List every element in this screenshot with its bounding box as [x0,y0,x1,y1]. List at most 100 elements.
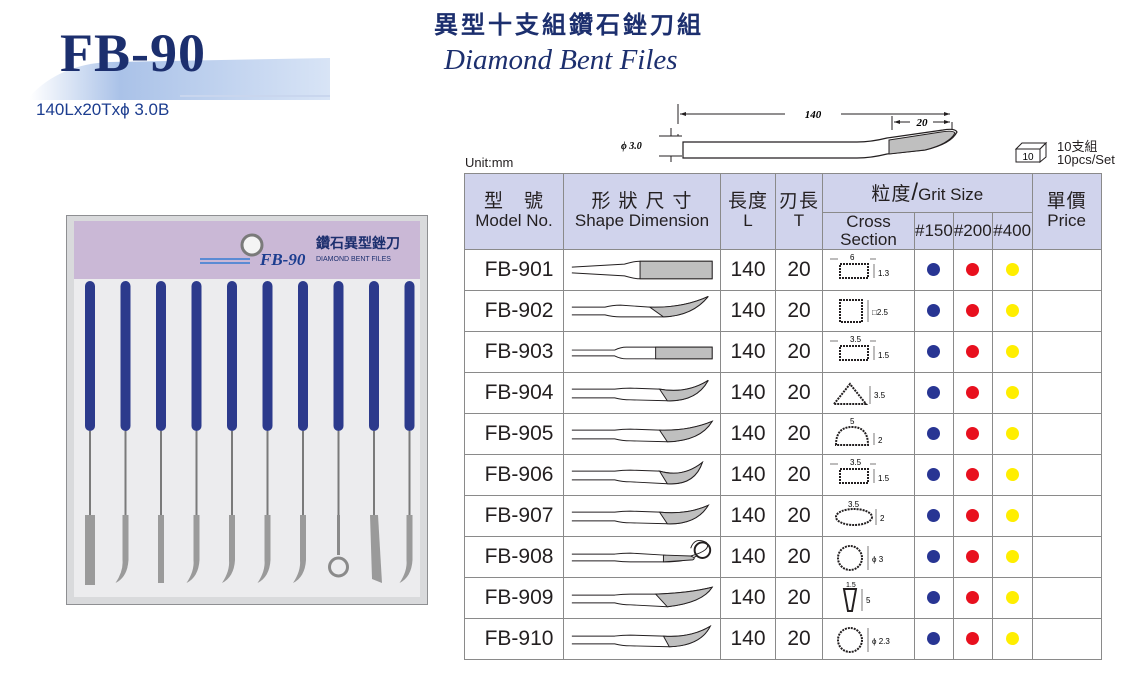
model-number: FB-904 [464,371,564,414]
file-item [328,281,349,578]
set-count-zh: 10支組 [1057,139,1098,154]
header-band [30,58,330,100]
file-shape-icon [571,624,712,647]
cross-section: ϕ 3 [822,535,915,578]
model-number: FB-903 [464,330,564,373]
cross-section-half-round-icon: 52 [834,417,883,446]
price-cell [1031,617,1102,660]
price-cell [1031,371,1102,414]
cross-section-dim: ϕ 2.3 [872,637,890,646]
grit-200-cell [952,289,993,332]
file-shape-icon [571,295,709,318]
grit-150-cell [914,412,954,455]
grit-150-cell [914,576,954,619]
cross-section-round-icon: ϕ 3 [836,544,883,571]
grit-200-dot [966,549,980,563]
model-number: FB-906 [464,453,564,496]
grit-200-dot [966,385,980,399]
grit-400-dot [1005,303,1019,317]
length-value: 140 [720,535,776,578]
grit-150-dot [927,467,941,481]
grit-400-cell [991,453,1033,496]
grit-150-dot [927,549,941,563]
file-set [85,281,415,585]
model-number: FB-908 [464,535,564,578]
price-cell [1031,289,1102,332]
file-shape-icon [571,260,713,279]
grit-200-cell [952,371,993,414]
box-icon-label: 10 [1022,152,1034,163]
cross-section-dim: 3.5 [848,500,860,509]
length-value: 140 [720,371,776,414]
cross-section-triangle-icon: 3.5 [831,382,886,405]
model-number: FB-910 [464,617,564,660]
cross-section-square-icon: □2.5 [838,298,889,323]
price-cell [1031,453,1102,496]
grit-150-dot [927,508,941,522]
file-item [85,281,95,585]
grit-400-cell [991,535,1033,578]
cross-section-dim: 5 [866,596,871,605]
grit-150-cell [914,453,954,496]
file-shape-icon [571,346,713,359]
header-grit-150: #150 [914,212,954,250]
grit-200-dot [966,508,980,522]
tip-value: 20 [775,617,823,660]
cross-section-dim: □2.5 [872,308,889,317]
header-grit-400: #400 [991,212,1033,250]
grit-200-cell [952,535,993,578]
length-value: 140 [720,453,776,496]
cross-section-flat-icon: 61.3 [829,253,889,279]
package-label-zh: 鑽石異型銼刀 [316,235,400,252]
unit-label: Unit:mm [465,155,514,170]
shape-dimension [563,576,721,619]
header-grit: 粒度/Grit Size [822,173,1033,213]
grit-200-dot [966,303,980,317]
header-grit-200: #200 [952,212,993,250]
shape-dimension [563,330,721,373]
grit-400-cell [991,330,1033,373]
grit-150-dot [927,590,941,604]
shape-dimension [563,453,721,496]
grit-200-cell [952,453,993,496]
cross-section-dim: 2 [878,436,883,445]
cross-section-dim: 3.5 [874,391,886,400]
grit-400-cell [991,371,1033,414]
grit-200-cell [952,617,993,660]
grit-150-cell [914,330,954,373]
model-number: FB-909 [464,576,564,619]
tip-value: 20 [775,576,823,619]
tip-value: 20 [775,412,823,455]
cross-section-oval-icon: 3.52 [834,500,885,526]
grit-200-cell [952,330,993,373]
grit-150-dot [927,631,941,645]
grit-400-dot [1005,385,1019,399]
grit-200-cell [952,248,993,291]
file-item [115,281,131,583]
price-cell [1031,535,1102,578]
shape-dimension [563,412,721,455]
cross-section-knife-icon: 1.55 [842,582,871,612]
grit-400-cell [991,412,1033,455]
shape-dimension [563,371,721,414]
grit-150-dot [927,262,941,276]
grit-200-cell [952,494,993,537]
length-value: 140 [720,617,776,660]
file-shape-icon [571,420,714,442]
grit-200-dot [966,426,980,440]
grit-150-cell [914,248,954,291]
file-item [186,281,202,583]
grit-400-dot [1005,426,1019,440]
box-icon: 10 [1014,141,1048,163]
file-shape-icon [571,379,709,401]
file-item [369,281,382,583]
grit-150-dot [927,344,941,358]
